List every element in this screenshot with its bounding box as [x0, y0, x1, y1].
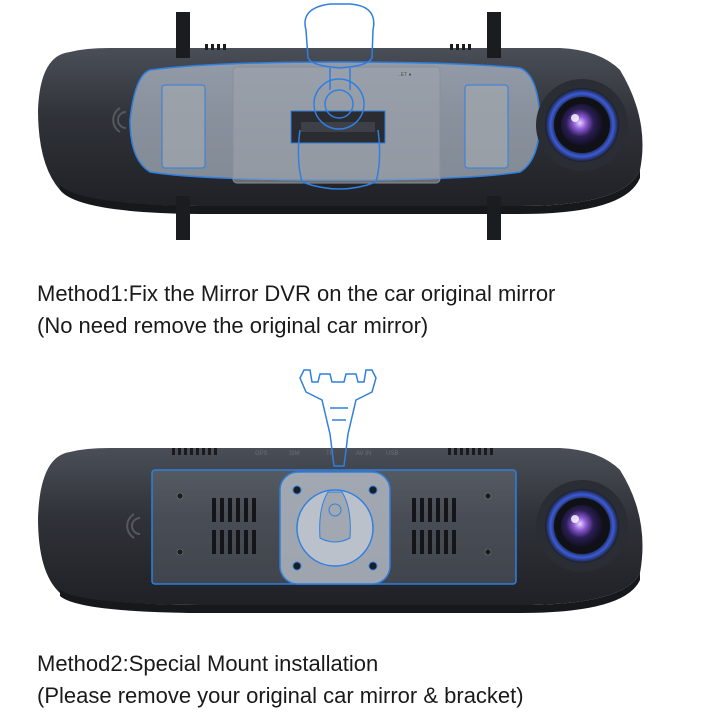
method2-caption: Method2:Special Mount installation (Plea…	[37, 648, 524, 712]
strap-left-top	[176, 12, 190, 58]
special-mount-bracket-outline	[299, 369, 377, 467]
port-label-tf: TF	[326, 451, 334, 457]
port-label-avin: AV IN	[356, 451, 371, 457]
top-vent-right	[450, 44, 471, 50]
original-mirror-stalk-outline	[297, 3, 381, 190]
mount-slot-inner	[301, 122, 375, 132]
top-vent-left	[205, 44, 226, 50]
mirror-bottom-edge	[60, 170, 640, 214]
rear-camera	[536, 480, 628, 572]
strap-right-bottom	[487, 196, 501, 240]
method1-note: (No need remove the original car mirror)	[37, 313, 429, 338]
mount-screws	[292, 485, 378, 571]
strap-left-bottom	[176, 196, 190, 240]
wifi-emboss-icon	[126, 513, 141, 539]
plate-screws	[176, 492, 492, 556]
method2-note: (Please remove your original car mirror …	[37, 683, 524, 708]
strap-right-top	[487, 12, 501, 58]
mirror-dvr-strap-mount-image: ..ET ●	[38, 3, 643, 240]
method1-title: Method1:Fix the Mirror DVR on the car or…	[37, 281, 556, 306]
mount-knob	[319, 491, 351, 543]
method2-title: Method2:Special Mount installation	[37, 651, 379, 676]
port-label-gps: GPS	[255, 451, 268, 457]
back-plate-marking: ..ET ●	[398, 72, 412, 78]
mount-pivot	[328, 503, 342, 517]
mirror-dvr-special-mount-image: GPS SIM TF AV IN USB	[38, 369, 643, 613]
top-vent-right	[448, 448, 493, 455]
left-rubber-pad	[161, 84, 206, 169]
right-rubber-pad	[464, 84, 509, 169]
wifi-emboss-icon	[112, 107, 127, 133]
rear-camera	[536, 79, 628, 171]
right-grill	[412, 498, 456, 554]
mirror-bottom-edge	[60, 573, 640, 613]
port-labels: GPS SIM TF AV IN USB	[255, 451, 398, 457]
port-label-sim: SIM	[289, 451, 300, 457]
port-label-usb: USB	[386, 451, 398, 457]
method1-caption: Method1:Fix the Mirror DVR on the car or…	[37, 278, 555, 342]
left-grill	[212, 498, 256, 554]
top-vent-left	[172, 448, 217, 455]
